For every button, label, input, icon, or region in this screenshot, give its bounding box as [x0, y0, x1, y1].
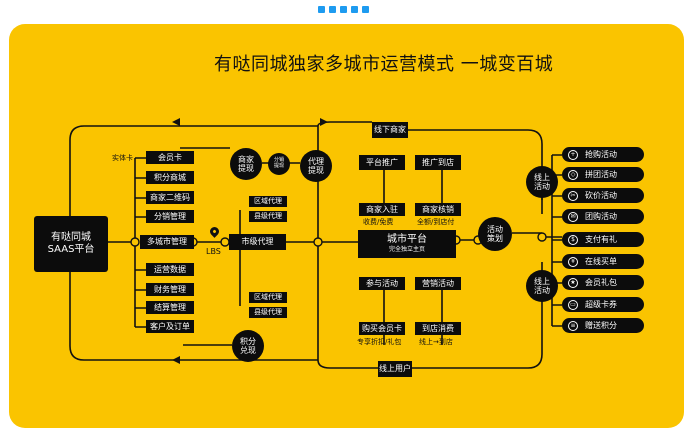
- activity-label: 会员礼包: [585, 278, 617, 287]
- proxy-bottom-regional: 区域代理: [249, 292, 287, 303]
- online-user-box: 线上用户: [378, 361, 412, 377]
- activity-pill-super-coupon: ▭ 超级卡券: [562, 297, 644, 312]
- pagination-dot[interactable]: [351, 6, 358, 13]
- activity-plan-line1: 活动: [487, 224, 503, 234]
- city-platform-box: 城市平台 完全独立主页: [358, 230, 456, 258]
- city-platform-title: 城市平台: [387, 234, 427, 246]
- activity-pill-online-pay: ¥ 在线买单: [562, 254, 644, 269]
- activity-label: 砍价活动: [585, 191, 617, 200]
- promo-store-box: 推广到店: [415, 155, 461, 170]
- activity-pill-bargain: ✂ 砍价活动: [562, 188, 644, 203]
- physical-card-label: 实体卡: [112, 154, 133, 162]
- buy-card-box: 购买会员卡: [359, 322, 405, 335]
- activity-pill-pay-gift: $ 支付有礼: [562, 232, 644, 247]
- online-activity-bottom-line2: 活动: [534, 286, 550, 295]
- left-item-distribution: 分销管理: [146, 210, 194, 223]
- plus-icon: +: [568, 149, 578, 160]
- agent-withdraw-line2: 提现: [308, 166, 324, 175]
- points-exchange-circle: 积分兑现: [232, 330, 264, 362]
- store-consume-sub: 线上→到店: [419, 338, 453, 346]
- join-activity-box: 参与活动: [359, 277, 405, 290]
- activity-label: 团购活动: [585, 212, 617, 221]
- activity-pill-team-buy: ✉ 团购活动: [562, 209, 644, 224]
- city-platform-sub: 完全独立主页: [388, 246, 425, 254]
- store-consume-box: 到店消费: [415, 322, 461, 335]
- activity-pill-bonus-points: ≡ 赠送积分: [562, 318, 644, 333]
- activity-label: 拼团活动: [585, 170, 617, 179]
- merchant-verify-sub: 全额/到店付: [417, 218, 455, 226]
- marketing-activity-box: 营销活动: [415, 277, 461, 290]
- left-item-operation-data: 运营数据: [146, 263, 194, 276]
- proxy-top-regional: 区域代理: [249, 196, 287, 207]
- left-item-merchant-qrcode: 商家二维码: [146, 191, 194, 204]
- coins-icon: $: [568, 234, 578, 245]
- activity-pill-flash-sale: + 抢购活动: [562, 147, 644, 162]
- gift-icon: ★: [568, 277, 578, 288]
- split-withdraw-circle: 分销提现: [268, 153, 290, 175]
- proxy-top-county: 县级代理: [249, 211, 287, 222]
- merchant-withdraw-line2: 提现: [238, 164, 254, 173]
- left-item-member-card: 会员卡: [146, 151, 194, 164]
- yen-icon: ¥: [568, 256, 578, 267]
- buy-card-sub: 专享折扣/礼包: [357, 338, 402, 346]
- activity-label: 支付有礼: [585, 235, 617, 244]
- pagination-dot[interactable]: [318, 6, 325, 13]
- proxy-bottom-county: 县级代理: [249, 307, 287, 318]
- left-item-settlement: 结算管理: [146, 301, 194, 314]
- saas-line1: 有哒同城: [51, 232, 91, 243]
- activity-pill-member-gift: ★ 会员礼包: [562, 275, 644, 290]
- split-withdraw-line2: 提现: [273, 163, 284, 169]
- activity-label: 在线买单: [585, 257, 617, 266]
- ticket-icon: ▭: [568, 299, 578, 310]
- saas-line2: SAAS平台: [47, 244, 95, 255]
- envelope-icon: ✉: [568, 211, 578, 222]
- split-withdraw-line1: 分销: [273, 157, 284, 164]
- merchant-join-box: 商家入驻: [359, 203, 405, 216]
- activity-plan-line2: 策划: [487, 234, 503, 243]
- merchant-join-sub: 收费/免费: [363, 218, 394, 226]
- city-agent-box: 市级代理: [229, 234, 286, 250]
- pagination-dot[interactable]: [340, 6, 347, 13]
- online-activity-bottom-circle: 线上活动: [526, 270, 558, 302]
- online-activity-top-line1: 线上: [534, 172, 550, 182]
- merchant-withdraw-line1: 商家: [238, 154, 254, 164]
- online-activity-top-line2: 活动: [534, 182, 550, 191]
- pagination-dot[interactable]: [329, 6, 336, 13]
- points-exchange-line2: 兑现: [240, 346, 256, 355]
- activity-plan-circle: 活动策划: [478, 217, 512, 251]
- left-item-finance: 财务管理: [146, 283, 194, 296]
- agent-withdraw-line1: 代理: [308, 156, 324, 166]
- activity-label: 超级卡券: [585, 300, 617, 309]
- pagination-dot[interactable]: [362, 6, 369, 13]
- points-exchange-line1: 积分: [240, 336, 256, 346]
- offline-merchant-box: 线下商家: [372, 122, 408, 138]
- activity-pill-group-buy: ◇ 拼团活动: [562, 167, 644, 182]
- online-activity-top-circle: 线上活动: [526, 166, 558, 198]
- activity-label: 赠送积分: [585, 321, 617, 330]
- online-activity-bottom-line1: 线上: [534, 276, 550, 286]
- left-item-customer-orders: 客户及订单: [146, 320, 194, 333]
- page-title: 有哒同城独家多城市运营模式 一城变百城: [214, 54, 554, 75]
- multi-city-management-box: 多城市管理: [140, 235, 194, 249]
- activity-label: 抢购活动: [585, 150, 617, 159]
- lbs-label: LBS: [206, 247, 221, 256]
- merchant-withdraw-circle: 商家提现: [230, 148, 262, 180]
- tag-icon: ◇: [568, 169, 578, 180]
- pagination-dots[interactable]: [318, 6, 369, 13]
- stack-icon: ≡: [568, 320, 578, 331]
- platform-promo-box: 平台推广: [359, 155, 405, 170]
- scissors-icon: ✂: [568, 190, 578, 201]
- left-item-points-mall: 积分商城: [146, 171, 194, 184]
- agent-withdraw-circle: 代理提现: [300, 150, 332, 182]
- saas-platform-box: 有哒同城 SAAS平台: [34, 216, 108, 272]
- merchant-verify-box: 商家核销: [415, 203, 461, 216]
